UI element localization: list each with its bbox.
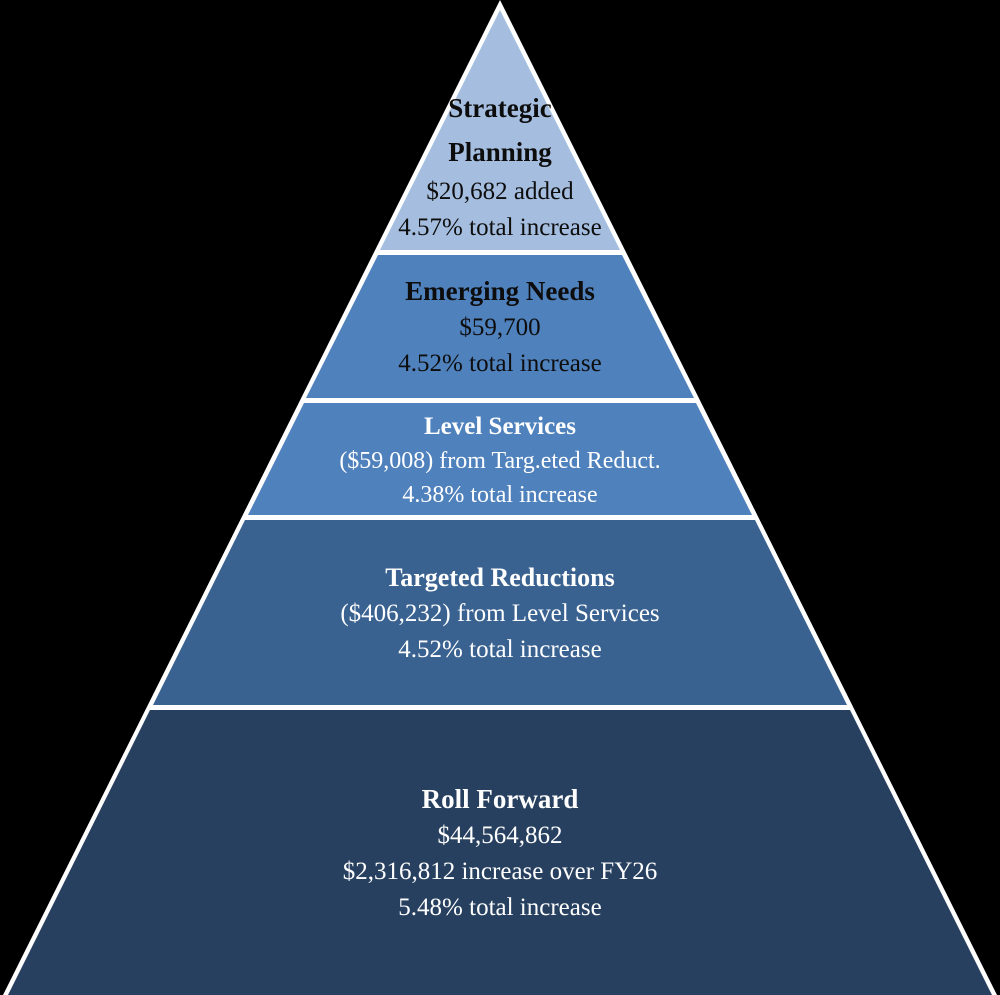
tier-value-line: $59,700 — [459, 314, 541, 341]
tier-percent-line: 4.52% total increase — [398, 350, 602, 377]
tier-value-line: $44,564,862 — [437, 822, 563, 849]
tier-percent-line: 4.52% total increase — [398, 636, 602, 663]
tier-value-line: ($59,008) from Targ.eted Reduct. — [339, 448, 661, 474]
tier-title: Targeted Reductions — [385, 563, 615, 592]
tier-emerging-needs-text: Emerging Needs $59,700 4.52% total incre… — [0, 272, 1000, 382]
tier-title: Emerging Needs — [405, 276, 595, 306]
tier-percent-line: 4.57% total increase — [398, 214, 602, 241]
tier-roll-forward-shape — [8, 710, 992, 995]
tier-strategic-planning-shape — [380, 10, 620, 250]
tier-level-services-shape — [248, 403, 752, 515]
tier-strategic-planning-text: Strategic Planning $20,682 added 4.57% t… — [0, 86, 1000, 246]
tier-emerging-needs-shape — [306, 255, 694, 398]
tier-title: Roll Forward — [421, 784, 579, 814]
tier-roll-forward-text: Roll Forward $44,564,862 $2,316,812 incr… — [0, 780, 1000, 926]
tier-title: Level Services — [423, 413, 577, 440]
tier-title: Strategic Planning — [448, 93, 552, 167]
tier-value-line: ($406,232) from Level Services — [340, 600, 660, 627]
tier-increase-line: $2,316,812 increase over FY26 — [342, 858, 658, 885]
tier-percent-line: 4.38% total increase — [402, 482, 598, 508]
tier-level-services-text: Level Services ($59,008) from Targ.eted … — [0, 410, 1000, 512]
tier-targeted-reductions-shape — [153, 520, 847, 705]
tier-value-line: $20,682 added — [426, 178, 574, 205]
tier-targeted-reductions-text: Targeted Reductions ($406,232) from Leve… — [0, 560, 1000, 668]
tier-percent-line: 5.48% total increase — [398, 894, 602, 921]
